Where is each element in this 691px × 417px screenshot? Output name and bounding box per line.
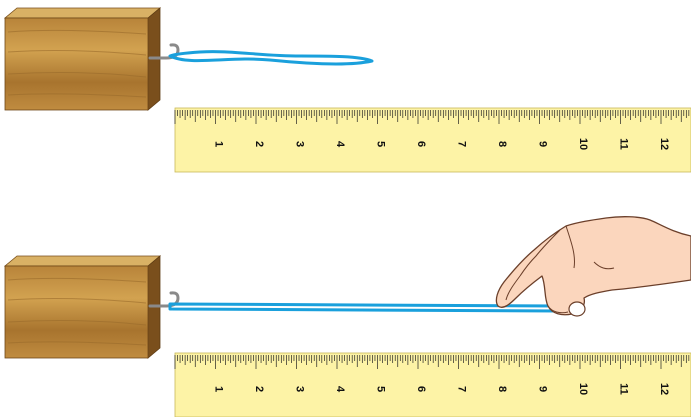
ruler-label-2: 2 [253,386,265,392]
ruler-label-10: 10 [577,383,589,395]
ruler-label-7: 7 [456,141,468,147]
ruler-label-8: 8 [496,141,508,147]
ruler-label-9: 9 [537,141,549,147]
ruler-label-9: 9 [537,386,549,392]
ruler-label-12: 12 [658,383,670,395]
wood-block-top-face [5,8,160,18]
wood-block [5,8,160,110]
ruler-label-6: 6 [415,386,427,392]
ruler-label-1: 1 [213,141,225,147]
hand-icon [496,217,691,316]
ruler-label-4: 4 [334,141,346,148]
rubber-band-relaxed [170,52,372,64]
ruler-label-7: 7 [456,386,468,392]
ruler-label-10: 10 [577,138,589,150]
ruler-label-11: 11 [618,383,630,395]
ruler-label-5: 5 [375,386,387,392]
ruler-label-3: 3 [294,386,306,392]
ruler-label-1: 1 [213,386,225,392]
ruler-label-6: 6 [415,141,427,147]
ruler-label-8: 8 [496,386,508,392]
wood-block-top-face [5,256,160,266]
ruler-label-5: 5 [375,141,387,147]
ruler-label-12: 12 [658,138,670,150]
ruler-label-4: 4 [334,386,346,393]
ruler-label-2: 2 [253,141,265,147]
wood-block [5,256,160,358]
ruler-label-11: 11 [618,138,630,150]
ruler-label-3: 3 [294,141,306,147]
